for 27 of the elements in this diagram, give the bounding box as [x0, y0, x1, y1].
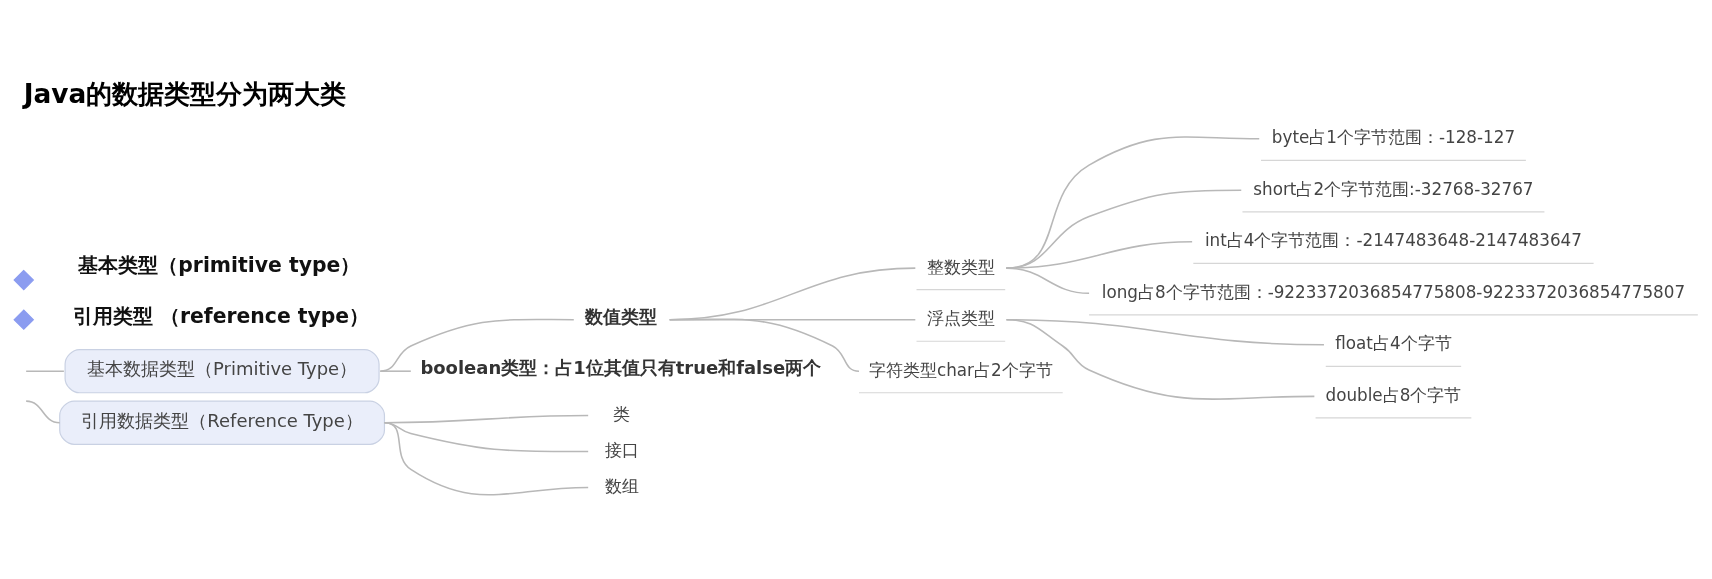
node-text: 接口	[604, 439, 639, 460]
node-box: 基本数据类型（Primitive Type）	[64, 348, 380, 393]
connector	[1005, 266, 1090, 294]
connector	[1005, 318, 1316, 400]
node-text: 整数类型	[926, 256, 995, 277]
label: 基本类型（primitive type）	[78, 252, 361, 277]
node-text: byte占1个字节范围：-128-127	[1271, 126, 1516, 147]
node-text: 字符类型char占2个字节	[869, 359, 1053, 380]
node-text: 类	[613, 403, 631, 424]
node-text: float占4个字节	[1335, 332, 1452, 353]
connector	[379, 369, 412, 372]
node-text: short占2个字节范围:-32768-32767	[1253, 178, 1534, 199]
connector	[379, 318, 575, 372]
connector	[668, 317, 860, 372]
node-box: 引用数据类型（Reference Type）	[59, 400, 386, 445]
label: 引用类型 （reference type）	[72, 303, 370, 328]
node-text: boolean类型：占1位其值只有true和false两个	[420, 356, 822, 378]
node-text: 数值类型	[585, 305, 658, 327]
connector	[25, 399, 61, 423]
node-text: 浮点类型	[926, 307, 995, 328]
node-text: int占4个字节范围：-2147483648-2147483647	[1204, 229, 1582, 250]
connector	[383, 421, 589, 495]
connector	[25, 369, 65, 372]
node-text: double占8个字节	[1325, 384, 1462, 405]
node-text: long占8个字节范围：-9223372036854775808-9223372036854775807	[1101, 281, 1686, 302]
node-text: 数组	[604, 475, 639, 496]
diagram-title: Java的数据类型分为两大类	[23, 78, 347, 109]
